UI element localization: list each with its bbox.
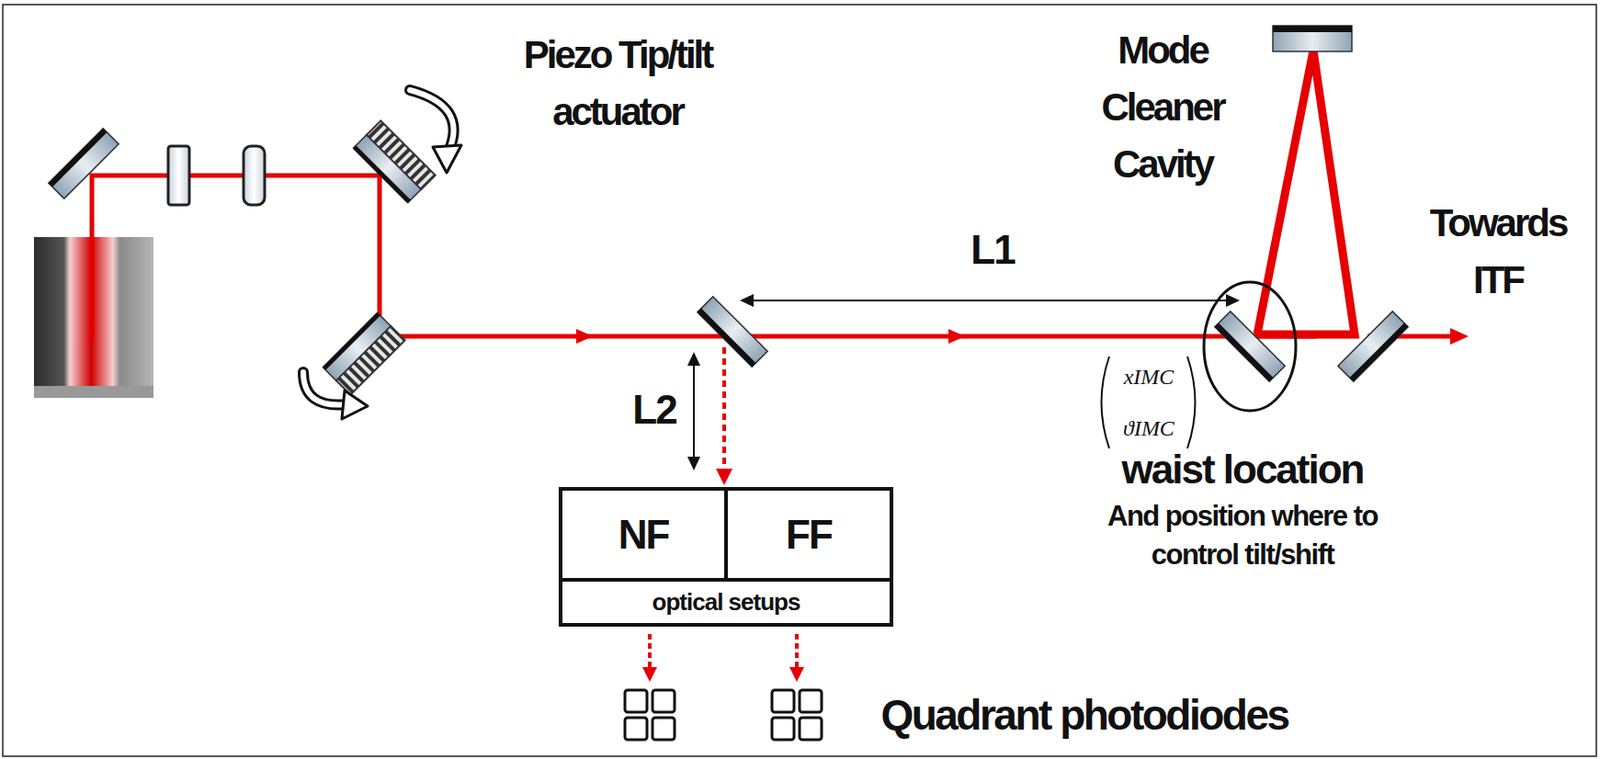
shift-symbol: xIMC (1123, 364, 1175, 390)
box-text: FF (785, 511, 832, 558)
box-text: optical setups (652, 588, 801, 617)
length-label: L2 (632, 386, 676, 433)
control-note: And position where to control tilt/shift (1067, 497, 1418, 575)
output-label: Towards ITF (1429, 194, 1567, 309)
length-label: L1 (970, 226, 1014, 273)
waist-label: waist location (1122, 446, 1364, 493)
photodiode-label: Quadrant photodiodes (880, 690, 1288, 740)
optical-setups-box: optical setups (562, 581, 890, 624)
box-text: NF (618, 511, 670, 558)
far-field-box: FF (727, 490, 890, 579)
tilt-symbol: ϑIMC (1123, 416, 1175, 442)
actuator-label: Piezo Tip/tilt actuator (461, 26, 774, 141)
cavity-label: Mode Cleaner Cavity (1100, 22, 1224, 193)
near-field-box: NF (562, 490, 725, 579)
